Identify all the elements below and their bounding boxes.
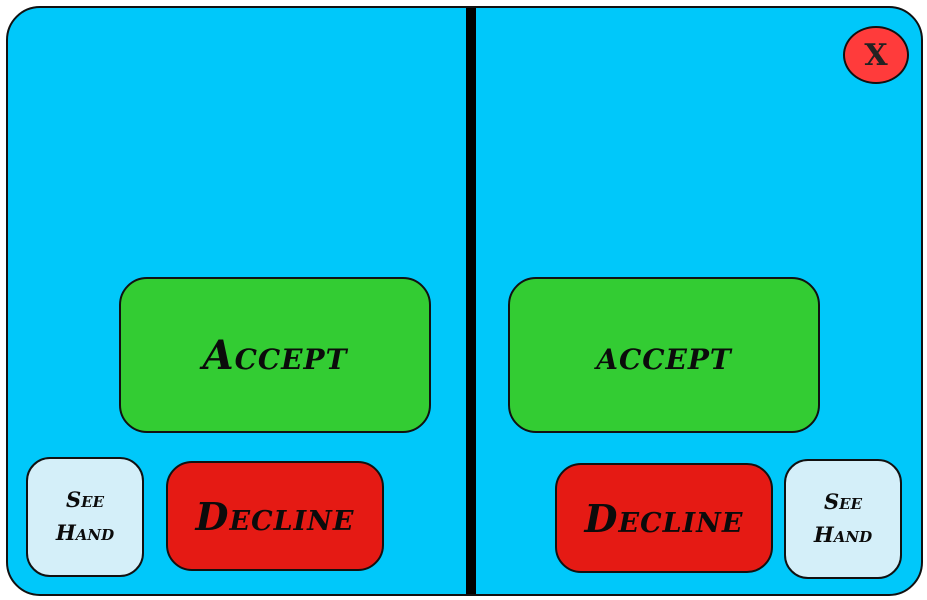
- right-see-hand-button[interactable]: See Hand: [784, 459, 902, 579]
- trade-dialog: Accept Decline See Hand accept Decline S…: [6, 6, 923, 596]
- close-icon: X: [864, 37, 888, 73]
- close-button[interactable]: X: [843, 26, 909, 84]
- right-decline-button[interactable]: Decline: [555, 463, 773, 573]
- right-accept-button[interactable]: accept: [508, 277, 820, 433]
- panel-divider: [466, 8, 476, 594]
- left-accept-button[interactable]: Accept: [119, 277, 431, 433]
- left-see-hand-button[interactable]: See Hand: [26, 457, 144, 577]
- left-decline-button[interactable]: Decline: [166, 461, 384, 571]
